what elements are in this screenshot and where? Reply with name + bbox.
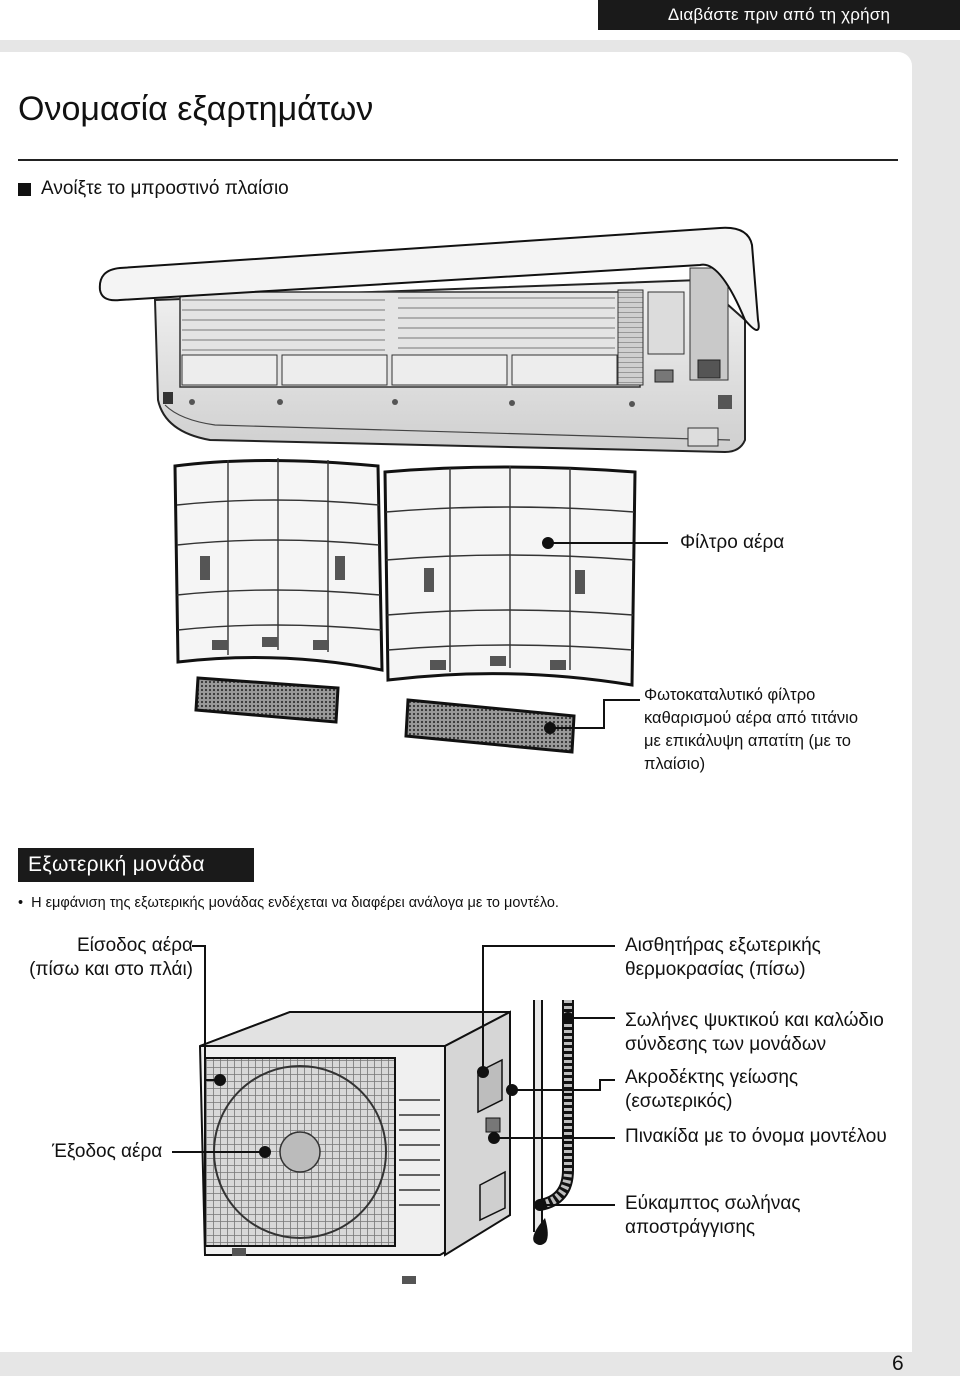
label-photocatalytic-line-4: πλαίσιο)	[644, 755, 706, 773]
label-temp-sensor: Αισθητήρας εξωτερικής θερμοκρασίας (πίσω…	[625, 934, 821, 982]
indoor-unit	[98, 226, 760, 454]
label-ground-terminal-line-1: Ακροδέκτης γείωσης	[625, 1067, 799, 1088]
label-air-filter: Φίλτρο αέρα	[680, 532, 785, 553]
label-drain-hose-line-2: αποστράγγισης	[625, 1217, 756, 1238]
label-photocatalytic-filter: Φωτοκαταλυτικό φίλτρο καθαρισμού αέρα απ…	[644, 684, 858, 776]
label-photocatalytic-line-3: με επικάλυψη απατίτη (με το	[644, 732, 851, 750]
indoor-leader-lines	[542, 537, 668, 734]
label-temp-sensor-line-1: Αισθητήρας εξωτερικής	[625, 935, 821, 956]
outdoor-section-heading: Εξωτερική μονάδα	[18, 848, 254, 882]
label-photocatalytic-line-2: καθαρισμού αέρα από τιτάνιο	[644, 709, 859, 727]
indoor-section-heading: Ανοίξτε το μπροστινό πλαίσιο	[18, 178, 289, 200]
label-air-outlet: Έξοδος αέρα	[52, 1141, 163, 1162]
label-piping: Σωλήνες ψυκτικού και καλώδιο σύνδεσης τω…	[625, 1009, 884, 1057]
square-bullet-icon	[18, 182, 31, 196]
air-filter-right	[383, 465, 637, 687]
label-ground-terminal: Ακροδέκτης γείωσης (εσωτερικός)	[625, 1066, 798, 1114]
air-filter-left	[173, 458, 384, 672]
outdoor-note-text: Η εμφάνιση της εξωτερικής μονάδας ενδέχε…	[31, 895, 559, 911]
label-air-inlet-line-1: Είσοδος αέρα	[76, 935, 193, 956]
outdoor-unit	[198, 1000, 574, 1284]
page-title: Ονομασία εξαρτημάτων	[18, 90, 374, 128]
outdoor-leader-lines	[172, 945, 615, 1211]
label-temp-sensor-line-2: θερμοκρασίας (πίσω)	[625, 959, 806, 980]
label-photocatalytic-line-1: Φωτοκαταλυτικό φίλτρο	[644, 686, 816, 704]
label-drain-hose-line-1: Εύκαμπτος σωλήνας	[625, 1193, 801, 1214]
section-tab: Διαβάστε πριν από τη χρήση	[598, 0, 960, 30]
indoor-heading-text: Ανοίξτε το μπροστινό πλαίσιο	[41, 178, 289, 199]
label-piping-line-1: Σωλήνες ψυκτικού και καλώδιο	[625, 1010, 884, 1031]
label-air-inlet: Είσοδος αέρα (πίσω και στο πλάι)	[18, 934, 193, 982]
title-divider	[18, 159, 898, 161]
outdoor-note: • Η εμφάνιση της εξωτερικής μονάδας ενδέ…	[18, 895, 559, 911]
photocatalytic-filter-left	[194, 676, 340, 724]
label-name-plate: Πινακίδα με το όνομα μοντέλου	[625, 1126, 887, 1147]
label-air-inlet-line-2: (πίσω και στο πλάι)	[29, 959, 193, 980]
photocatalytic-filter-right	[404, 698, 576, 754]
page-number: 6	[892, 1352, 904, 1375]
label-piping-line-2: σύνδεσης των μονάδων	[625, 1034, 827, 1055]
bullet-dot-icon: •	[18, 895, 24, 911]
label-ground-terminal-line-2: (εσωτερικός)	[625, 1091, 733, 1112]
label-drain-hose: Εύκαμπτος σωλήνας αποστράγγισης	[625, 1192, 801, 1240]
